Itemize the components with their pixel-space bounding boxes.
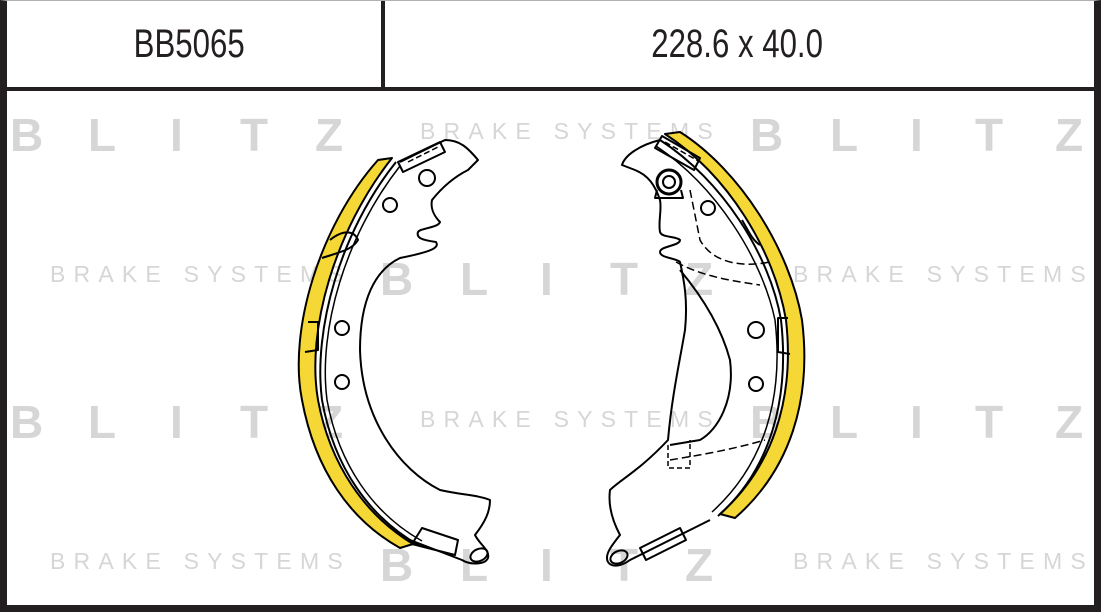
right-brake-shoe [606,131,806,567]
watermark-letter: I [540,539,553,591]
watermark-letter: Z [1055,109,1084,161]
dimensions: 228.6 x 40.0 [651,21,824,66]
watermark-letter: I [910,109,923,161]
watermark-letter: B [380,253,414,305]
watermark-brake-row-2-left: BRAKE SYSTEMS [50,261,351,287]
watermark-blitz-row-4-center: B L I T Z [375,538,745,591]
watermark-letter: B [380,539,414,591]
watermark-letter: Z [685,539,714,591]
watermark-letter: T [610,253,639,305]
watermark-letter: L [460,253,489,305]
watermark-blitz-row-3-left: B L I T Z [0,395,370,448]
right-shoe-lining [664,131,806,519]
dimensions-cell: 228.6 x 40.0 [385,1,1094,87]
left-shoe-lining [297,157,414,549]
watermark-brake-row-2-right: BRAKE SYSTEMS [793,261,1094,287]
watermark-letter: T [975,109,1004,161]
watermark-brake-row-1-center: BRAKE SYSTEMS [420,118,721,144]
watermark-letter: L [88,396,117,448]
watermark-letter: L [88,109,117,161]
watermark-blitz-row-1-right: B L I T Z [745,108,1101,161]
watermark-letter: B [10,109,44,161]
part-number: BB5065 [133,21,245,66]
watermark-letter: T [240,396,269,448]
watermark-letter: Z [1055,396,1084,448]
watermark-letter: I [170,396,183,448]
watermark-letter: B [750,109,784,161]
watermark-letter: L [830,109,859,161]
left-brake-shoe [297,139,491,565]
watermark-brake-row-3-center: BRAKE SYSTEMS [420,406,721,432]
watermark-letter: I [170,109,183,161]
watermark-brake-row-4-right: BRAKE SYSTEMS [793,548,1094,574]
watermark-blitz-row-1-left: B L I T Z [0,108,370,161]
watermark-letter: I [540,253,553,305]
watermark-letter: T [240,109,269,161]
part-number-cell: BB5065 [7,1,385,87]
watermark-letter: I [910,396,923,448]
watermark-letter: T [975,396,1004,448]
spec-header: BB5065 228.6 x 40.0 [7,1,1094,91]
watermark-letter: Z [315,109,344,161]
watermark-letter: L [830,396,859,448]
watermark-blitz-row-2-center: B L I T Z [375,252,745,305]
watermark-letter: B [10,396,44,448]
watermark-brake-row-4-left: BRAKE SYSTEMS [50,548,351,574]
